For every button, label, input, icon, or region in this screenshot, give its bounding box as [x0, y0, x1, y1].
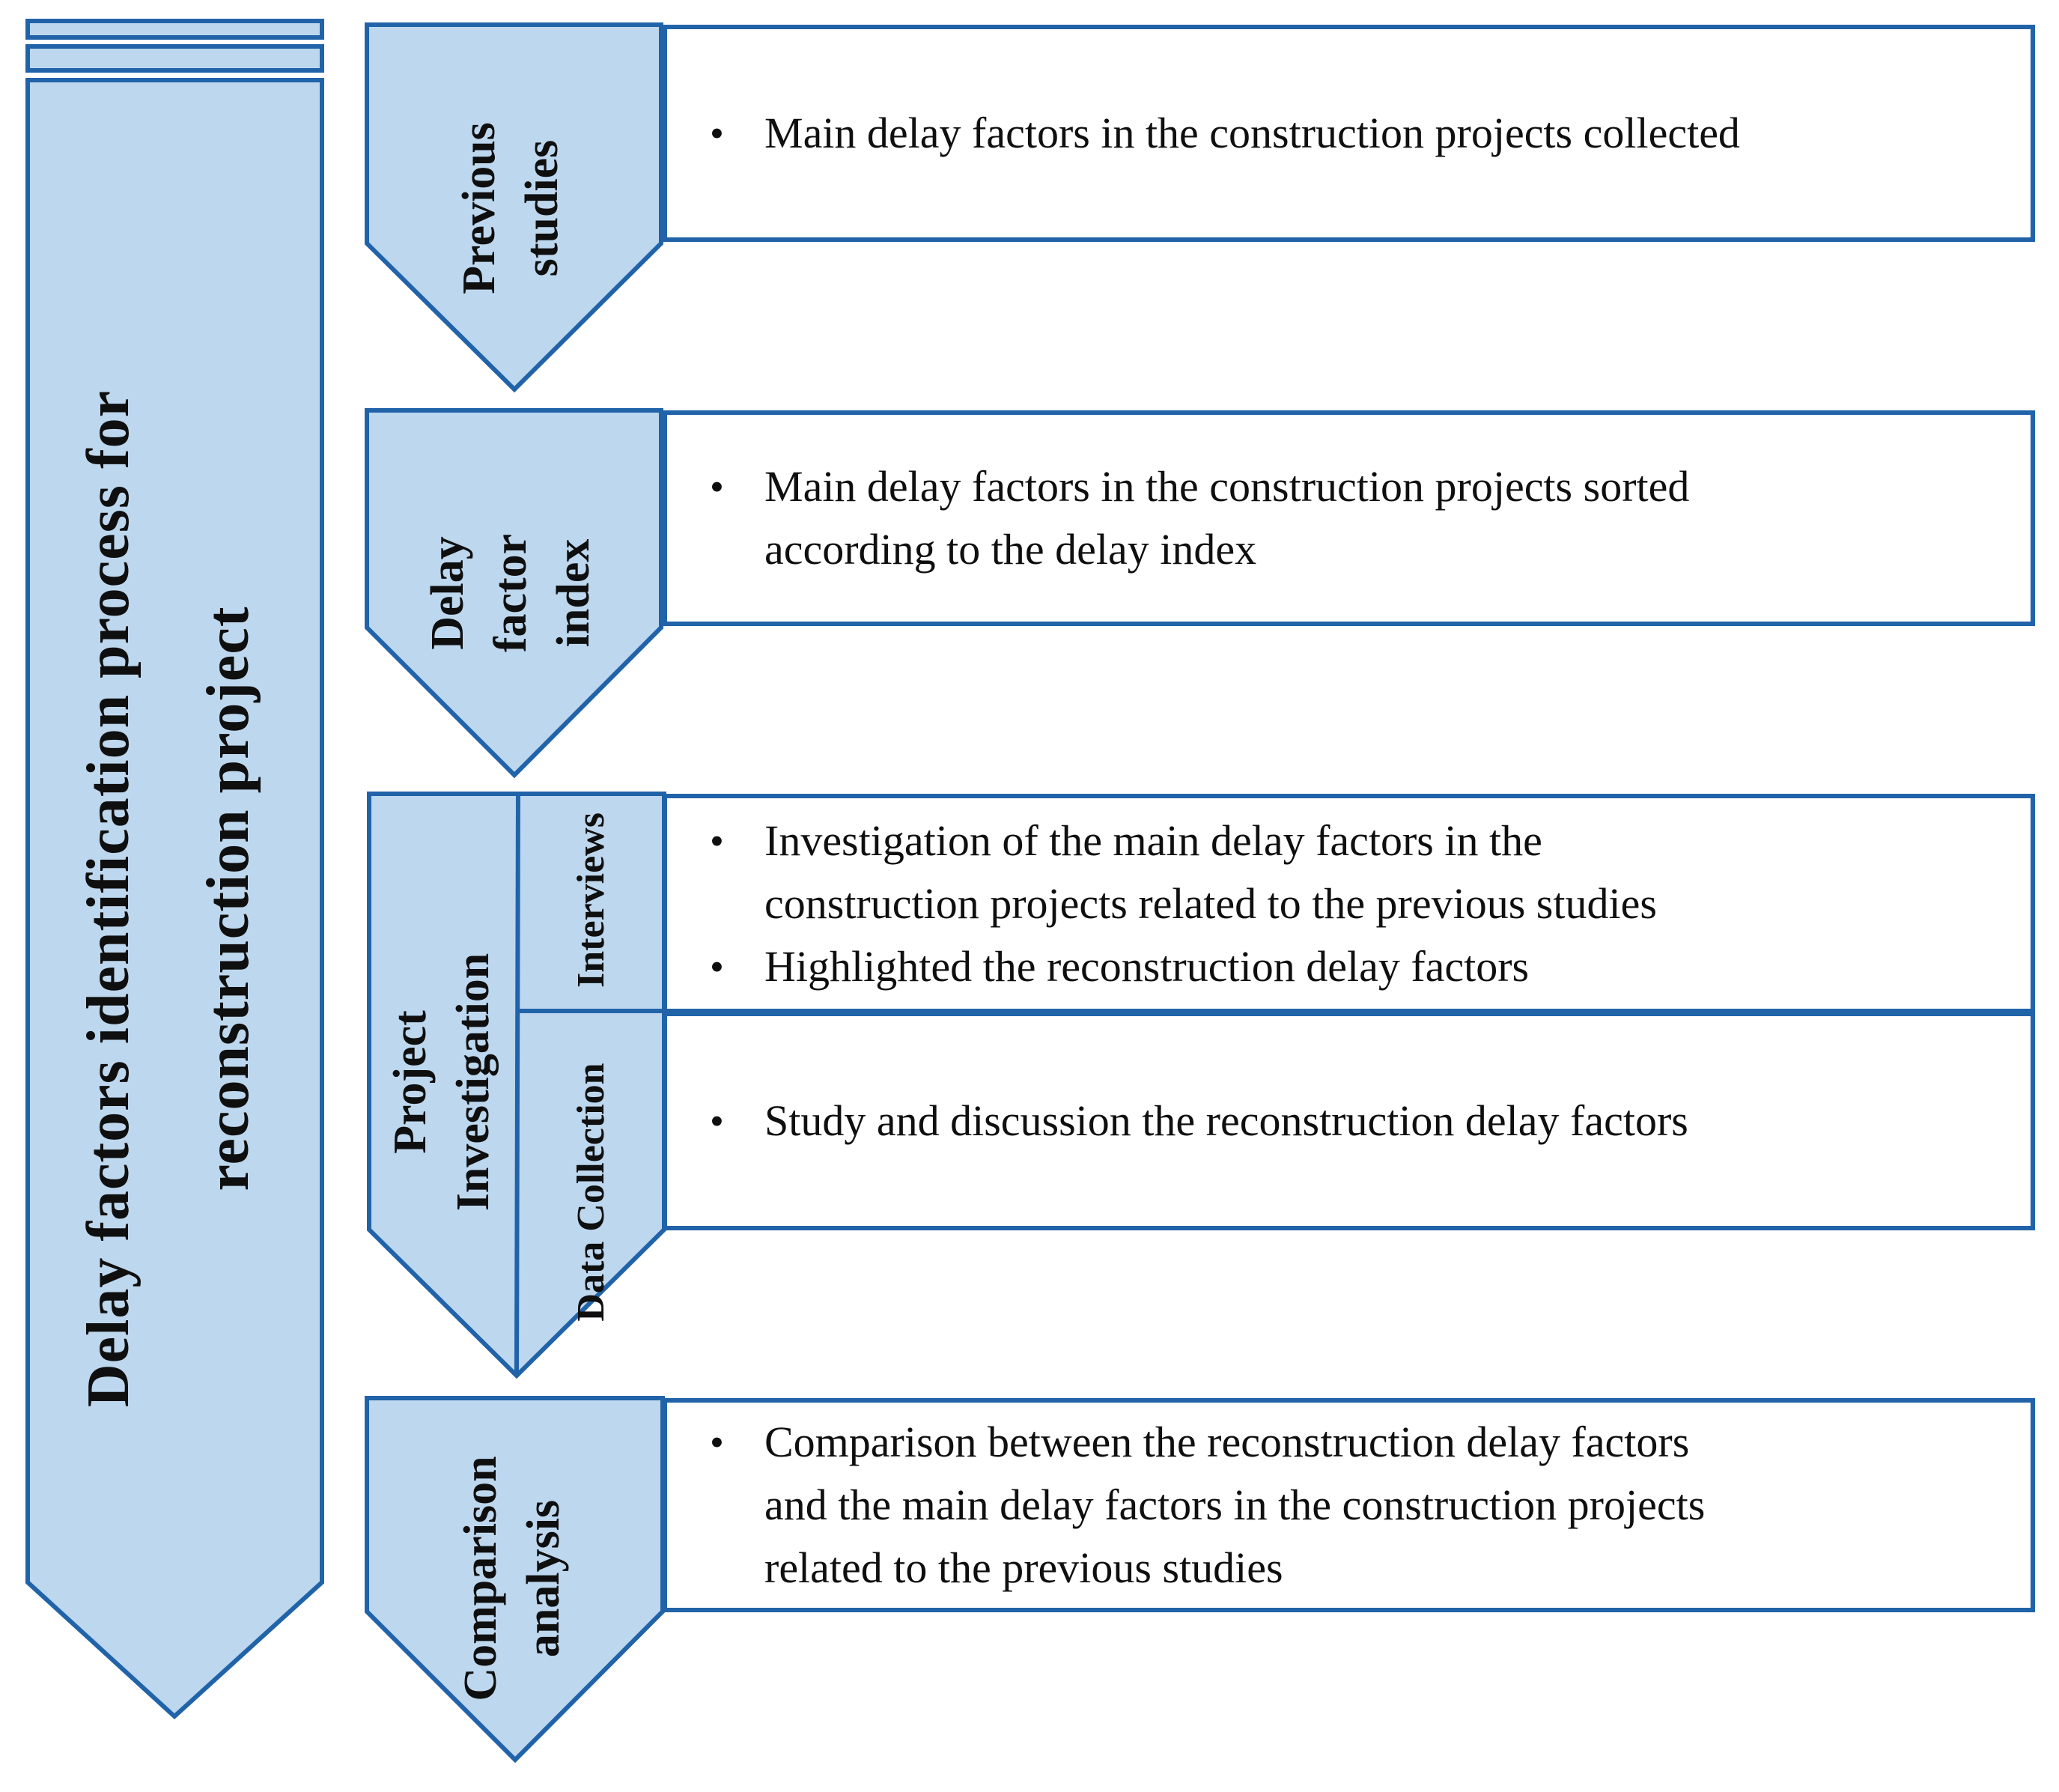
bullet-item: • Main delay factors in the construction…	[701, 455, 1993, 581]
bullet-text-line: construction projects related to the pre…	[764, 878, 1657, 928]
bullet-icon: •	[710, 111, 724, 156]
main-arrow-bar-1	[25, 19, 324, 40]
content-box-interviews: • Investigation of the main delay factor…	[663, 794, 2035, 1013]
content-box-comparison-analysis: • Comparison between the reconstruction …	[663, 1398, 2035, 1612]
bullet-text-line: Highlighted the reconstruction delay fac…	[764, 941, 1530, 991]
label-line: analysis	[518, 1499, 569, 1658]
stage-arrow-delay-factor-index	[365, 408, 663, 779]
bullet-icon: •	[710, 1099, 724, 1143]
bullet-text: Comparison between the reconstruction de…	[764, 1411, 1705, 1600]
stage-label-project-investigation: Project Investigation	[379, 953, 505, 1211]
bullet-icon: •	[710, 464, 724, 509]
stage-label-delay-factor-index: Delay factor index	[416, 534, 605, 652]
label-line: Investigation	[448, 953, 499, 1212]
label-line: index	[548, 538, 599, 648]
bullet-item: • Study and discussion the reconstructio…	[701, 1090, 1993, 1152]
main-process-label-line: reconstruction project	[195, 606, 261, 1191]
bullet-text-line: related to the previous studies	[764, 1543, 1283, 1592]
label-line: factor	[485, 533, 536, 653]
bullet-item: • Highlighted the reconstruction delay f…	[701, 935, 1993, 998]
bullet-item: • Investigation of the main delay factor…	[701, 810, 1993, 935]
stage3-vertical-divider	[514, 793, 520, 1374]
stage-arrow-previous-studies	[365, 22, 663, 393]
content-box-delay-factor-index: • Main delay factors in the construction…	[663, 410, 2035, 626]
bullet-text: Main delay factors in the construction p…	[764, 455, 1689, 581]
bullet-item: • Comparison between the reconstruction …	[701, 1411, 1993, 1600]
main-process-label-line: Delay factors identification process for	[76, 389, 142, 1408]
bullet-text-line: and the main delay factors in the constr…	[764, 1480, 1706, 1529]
label-line: Project	[385, 1010, 436, 1154]
bullet-icon: •	[710, 1420, 724, 1465]
main-arrow-bar-2	[25, 44, 324, 73]
bullet-icon: •	[710, 944, 724, 989]
content-box-previous-studies: • Main delay factors in the construction…	[663, 25, 2035, 242]
bullet-text: Investigation of the main delay factors …	[764, 810, 1657, 935]
bullet-text-line: Study and discussion the reconstruction …	[764, 1096, 1688, 1145]
bullet-text-line: Main delay factors in the construction p…	[764, 462, 1690, 511]
bullet-icon: •	[710, 818, 724, 863]
stage-arrow-comparison-analysis	[365, 1396, 665, 1764]
bullet-text: Highlighted the reconstruction delay fac…	[764, 935, 1529, 998]
label-line: Comparison	[455, 1456, 506, 1701]
bullet-text-line: Main delay factors in the construction p…	[764, 109, 1740, 157]
bullet-text-line: according to the delay index	[764, 525, 1257, 574]
stage-label-previous-studies: Previous studies	[448, 122, 574, 294]
label-line: Delay	[422, 536, 473, 650]
label-line: studies	[517, 139, 568, 277]
content-box-data-collection: • Study and discussion the reconstructio…	[663, 1012, 2035, 1230]
bullet-text-line: Investigation of the main delay factors …	[764, 815, 1542, 865]
stage-label-comparison-analysis: Comparison analysis	[449, 1456, 575, 1701]
sub-stage-label-interviews: Interviews	[570, 813, 612, 988]
bullet-text: Study and discussion the reconstruction …	[764, 1090, 1688, 1152]
bullet-text: Main delay factors in the construction p…	[764, 102, 1740, 165]
main-arrow-body	[25, 78, 324, 1720]
sub-stage-label-data-collection: Data Collection	[570, 1063, 612, 1322]
main-process-label: Delay factors identification process for…	[49, 390, 288, 1407]
label-line: Previous	[454, 122, 505, 294]
bullet-item: • Main delay factors in the construction…	[701, 102, 1993, 165]
bullet-text-line: Comparison between the reconstruction de…	[764, 1418, 1690, 1466]
